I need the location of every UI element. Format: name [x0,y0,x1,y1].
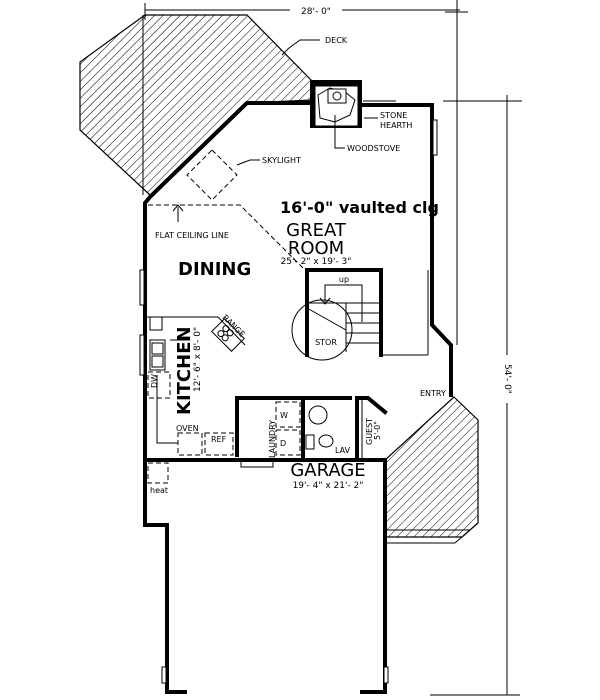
depth-dimension: 54'- 0" [430,95,522,696]
depth-dimension-label: 54'- 0" [502,364,512,394]
toilet [318,434,334,448]
storage: STOR [291,299,353,361]
staircase: up [305,268,429,357]
flat-ceiling-label: FLAT CEILING LINE [155,231,229,240]
laundry-label: LAUNDRY [268,420,277,458]
dryer [275,429,301,456]
great-room-name-2: ROOM [288,238,344,259]
kitchen-size: 12'- 6" x 8'- 0" [193,327,203,392]
entry-label: ENTRY [420,389,446,398]
exterior-walls [139,100,453,472]
lav-label: LAV [335,446,351,455]
dishwasher [147,371,171,399]
stone-hearth-label-2: HEARTH [380,121,412,130]
vaulted-ceiling-label: 16'-0" vaulted clg [280,198,439,217]
lav-sink [308,405,328,425]
lav: LAV [305,396,359,462]
kitchen: RANGE DW KITCHEN 12'- 6" x 8'- 0" OVEN R… [145,313,247,457]
woodstove-label: WOODSTOVE [347,144,400,153]
width-dimension-label: 28'- 0" [301,7,331,17]
stairs-up-label: up [339,275,349,284]
skylight: SKYLIGHT [186,149,301,201]
guest-closet: GUEST 5'-0" [355,396,388,458]
kitchen-sink [149,339,166,371]
deck-label: DECK [325,36,348,45]
refrigerator [204,432,234,456]
garage: heat GARAGE 19'- 4" x 21'- 2" [143,458,389,694]
heat-label: heat [150,486,168,495]
skylight-label: SKYLIGHT [262,156,301,165]
entry-deck: ENTRY [384,389,479,544]
washer [275,401,301,428]
furnace [147,462,169,484]
great-room-name-1: GREAT [286,220,347,241]
range [211,318,245,352]
guest-label: GUEST [365,418,374,445]
kitchen-name: KITCHEN [174,326,195,415]
stone-hearth-label-1: STONE [380,111,407,120]
garage-size: 19'- 4" x 21'- 2" [293,481,364,491]
great-room-size: 25'- 2" x 19'- 3" [281,257,352,267]
washer-label: W [280,411,288,420]
oven [177,432,203,456]
dryer-label: D [280,439,286,448]
great-room: GREAT ROOM 25'- 2" x 19'- 3" [281,220,352,267]
garage-name: GARAGE [290,460,365,481]
storage-name: STOR [315,338,337,347]
width-dimension: 28'- 0" [144,0,468,345]
dining-room-name: DINING [178,259,251,280]
dishwasher-label: DW [150,374,159,388]
laundry: W D LAUNDRY [235,396,352,462]
refrigerator-label: REF [211,435,227,444]
flat-ceiling-line: FLAT CEILING LINE [148,204,306,271]
oven-label: OVEN [176,424,199,433]
guest-size: 5'-0" [373,421,382,440]
stone-hearth: STONE HEARTH WOODSTOVE [310,80,412,153]
woodstove [327,88,347,104]
